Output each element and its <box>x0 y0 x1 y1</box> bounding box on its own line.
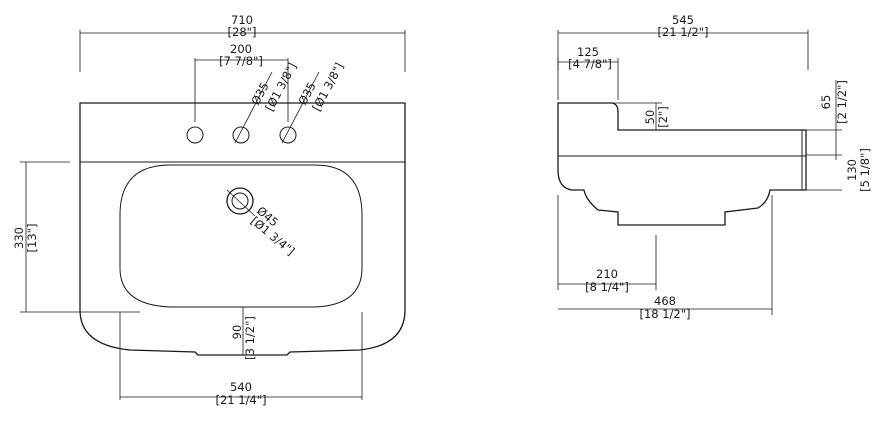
dim-50-mm: 50 <box>643 110 657 125</box>
dim-210-mm: 210 <box>596 267 618 281</box>
dim-200: 200 [7 7/8"] <box>194 42 289 122</box>
dim-125: 125 [4 7/8"] <box>557 45 619 100</box>
drain-hole-inner <box>231 192 249 210</box>
dim-90: 90 [3 1/2"] <box>230 307 257 360</box>
dim-210: 210 [8 1/4"] <box>557 195 657 294</box>
dim-710-inch: [28"] <box>228 25 257 39</box>
front-basin-outline <box>79 102 406 356</box>
dim-200-inch: [7 7/8"] <box>219 54 263 68</box>
dim-330: 330 [13"] <box>12 161 140 313</box>
hole-callout-a: Ø35 [Ø1 3/8"] <box>234 60 299 144</box>
dim-130: 130 [5 1/8"] <box>806 148 872 192</box>
front-view: 710 [28"] 200 [7 7/8"] Ø35 [Ø1 3/8"] Ø35… <box>12 13 406 407</box>
side-profile <box>557 102 807 226</box>
front-bowl <box>119 164 363 308</box>
dim-125-mm: 125 <box>577 45 599 59</box>
tap-hole-middle <box>232 126 250 144</box>
dim-50-inch: [2"] <box>656 106 670 128</box>
drain-hole-outer <box>226 187 254 215</box>
dim-130-mm: 130 <box>845 159 859 181</box>
dim-468-mm: 468 <box>654 294 676 308</box>
dim-545: 545 [21 1/2"] <box>557 13 809 70</box>
side-view: 545 [21 1/2"] 125 [4 7/8"] 50 [2"] 65 [2… <box>557 13 872 321</box>
dim-50: 50 [2"] <box>612 102 670 130</box>
dim-468: 468 [18 1/2"] <box>558 195 773 321</box>
dim-545-mm: 545 <box>672 13 694 27</box>
dim-710-mm: 710 <box>231 13 253 27</box>
dim-540-inch: [21 1/4"] <box>215 393 266 407</box>
dim-200-mm: 200 <box>230 42 252 56</box>
dim-65-inch: [2 1/2"] <box>835 80 849 124</box>
dim-468-inch: [18 1/2"] <box>639 307 690 321</box>
dim-65: 65 [2 1/2"] <box>806 80 849 160</box>
dim-65-mm: 65 <box>819 95 833 110</box>
dim-710: 710 [28"] <box>79 13 406 72</box>
dim-210-inch: [8 1/4"] <box>585 280 629 294</box>
dim-130-inch: [5 1/8"] <box>858 148 872 192</box>
dim-125-inch: [4 7/8"] <box>568 57 612 71</box>
drain-callout: Ø45 [Ø1 3/4"] <box>226 189 298 258</box>
tap-hole-right <box>279 126 297 144</box>
dim-545-inch: [21 1/2"] <box>657 25 708 39</box>
dim-540-mm: 540 <box>230 380 252 394</box>
dim-90-mm: 90 <box>230 325 244 340</box>
dim-90-inch: [3 1/2"] <box>243 316 257 360</box>
dim-330-inch: [13"] <box>25 224 39 253</box>
tap-hole-left <box>186 126 204 144</box>
dim-330-mm: 330 <box>12 227 26 249</box>
dim-540: 540 [21 1/4"] <box>119 312 363 407</box>
